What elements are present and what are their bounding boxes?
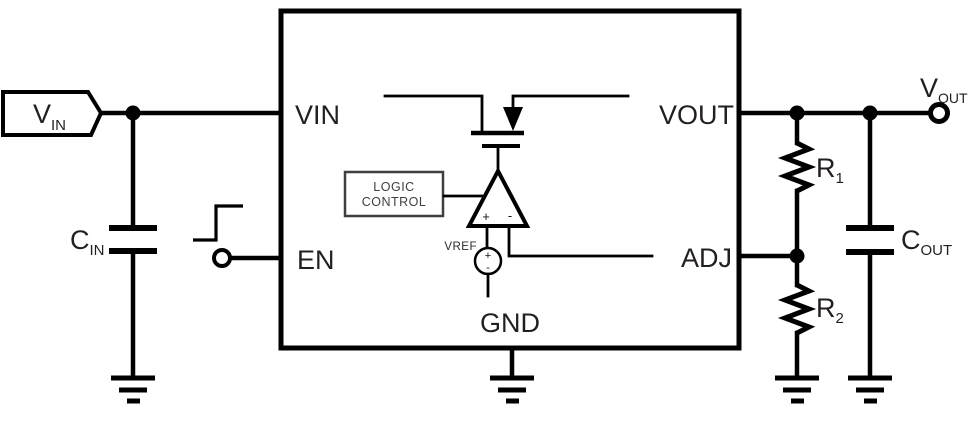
transistor-source-line [511,94,630,110]
enable-step-waveform-icon [193,204,243,242]
vref-plus-sign: + [485,250,491,262]
vout-terminal-label: VOUT [920,73,968,106]
amp-inverting-input-label: - [508,208,512,223]
vref-minus-sign: - [486,262,490,274]
r1-zigzag [777,140,817,194]
vref-source: + - VREF [444,241,503,298]
vin-net: VIN [1,90,284,137]
r2-zigzag [777,282,817,336]
error-amplifier-triangle [465,166,531,228]
r1-resistor: R1 [777,110,844,259]
pin-label-vout: VOUT [659,100,734,130]
logic-control-block: LOGIC CONTROL [343,170,484,218]
r2-resistor: R2 [777,253,844,379]
cout-label: COUT [901,225,952,259]
enable-net [193,204,284,268]
adj-net [736,248,805,264]
amp-noninverting-input-label: + [482,209,490,224]
r1-label: R1 [816,153,844,187]
vout-net: VOUT [736,73,968,124]
r2-label: R2 [816,293,844,327]
pass-transistor [383,94,630,172]
transistor-drain-line [383,94,484,135]
vout-terminal-circle [928,102,950,124]
cout-capacitor: COUT [846,110,952,379]
error-amplifier: + - [465,166,654,258]
pin-label-en: EN [297,245,335,275]
amp-feedback-wire-to-adj [507,226,654,258]
cin-capacitor: CIN [70,110,157,379]
cin-label: CIN [70,225,105,259]
pin-label-gnd: GND [480,308,540,338]
pin-label-vin: VIN [295,100,340,130]
r2-ground-symbol [775,375,819,404]
cout-ground-symbol [848,375,892,404]
gnd-pin-ground-symbol [490,375,534,404]
vref-label: VREF [444,241,477,253]
vin-source-tag [1,90,104,137]
logic-control-label-line2: CONTROL [362,195,427,209]
gnd-net [490,345,534,404]
vin-source-label: VIN [33,99,66,134]
cin-ground-symbol [111,375,155,404]
pin-label-adj: ADJ [681,243,732,273]
logic-control-label-line1: LOGIC [373,180,414,194]
logic-control-box [343,170,445,218]
enable-terminal-circle [212,248,232,268]
transistor-body-diode-arrow-icon [503,107,523,131]
